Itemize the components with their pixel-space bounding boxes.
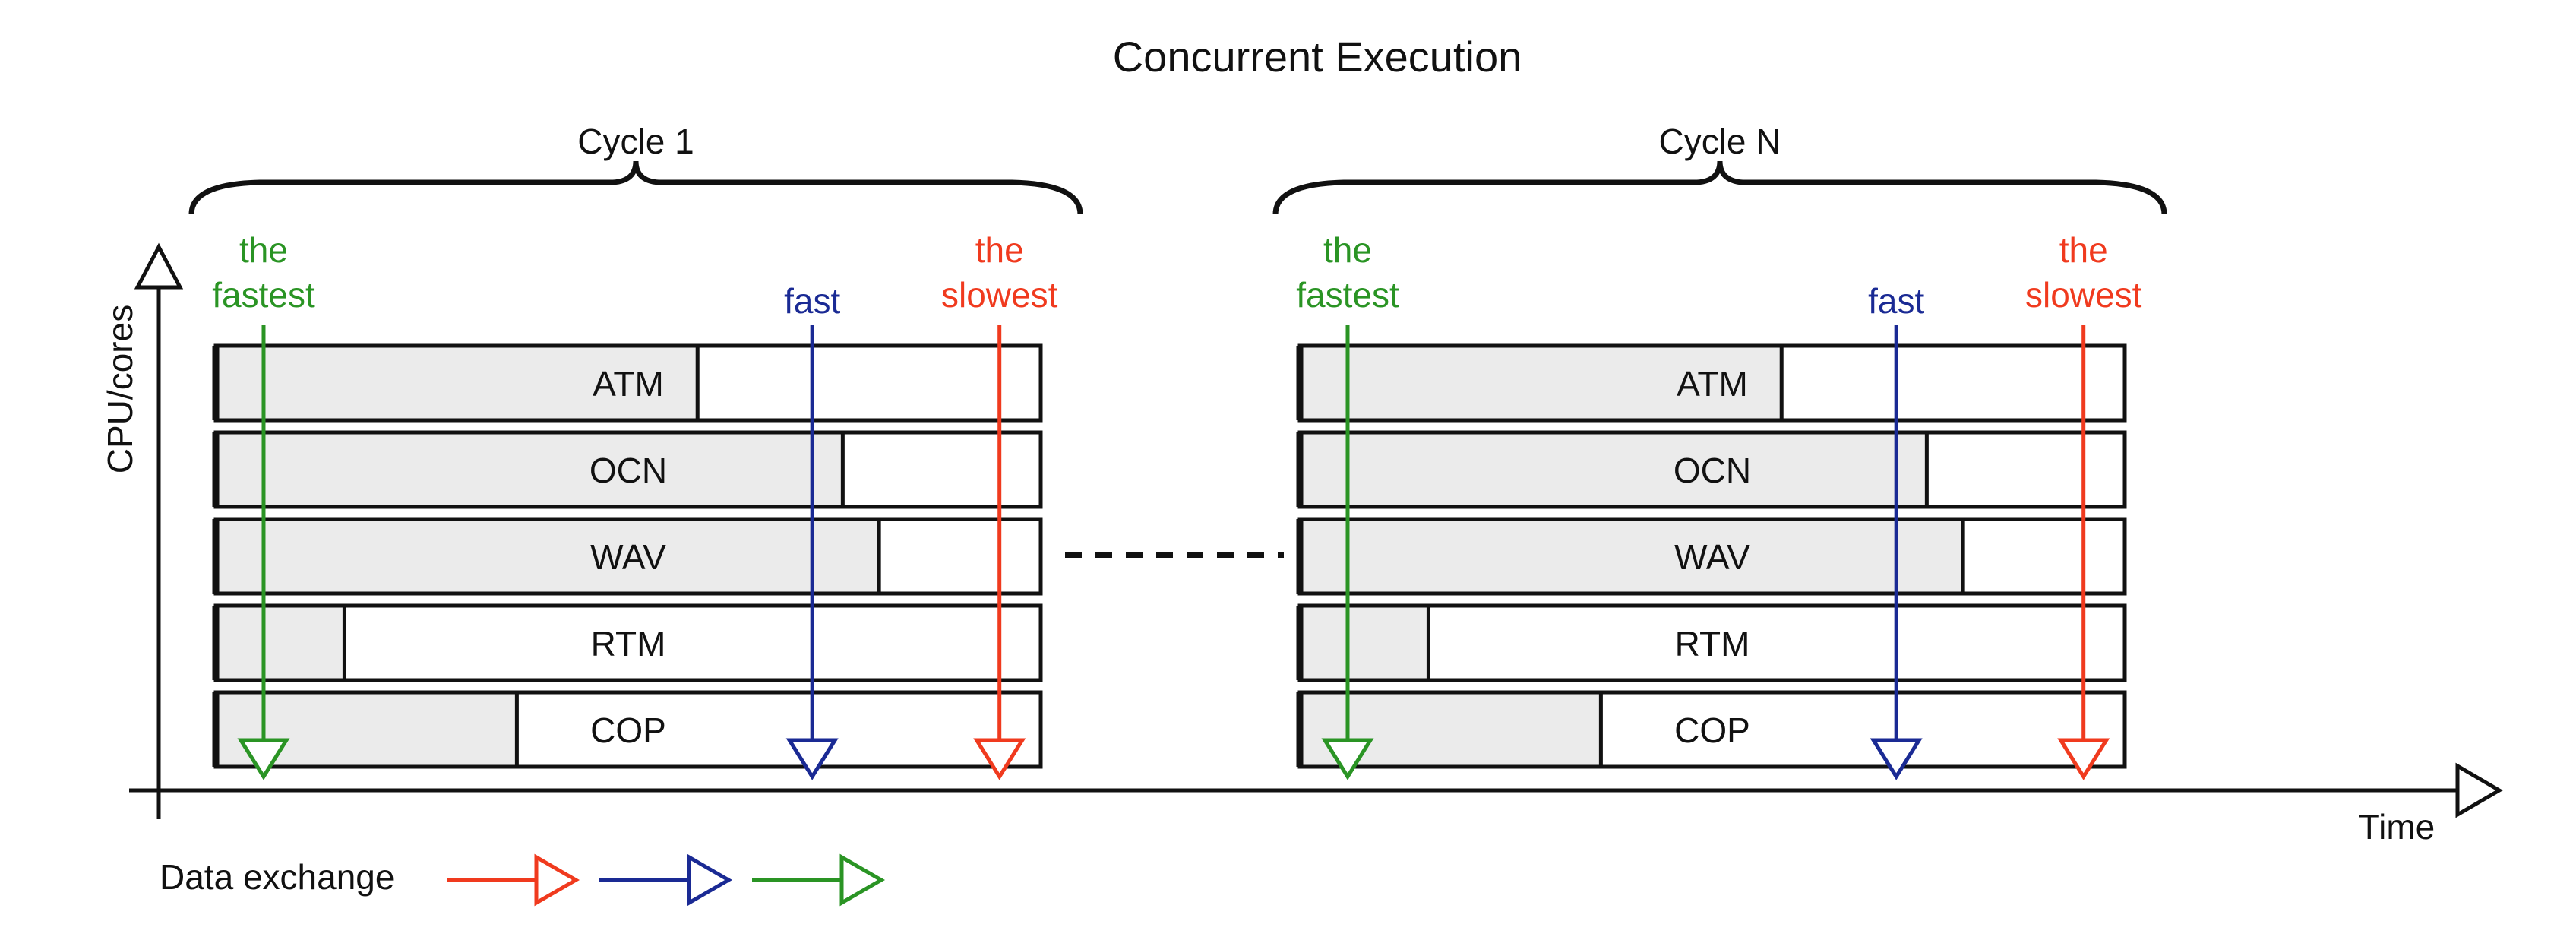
legend-arrow-slowest [447, 853, 580, 907]
marker-arrowhead [1321, 738, 1374, 780]
marker-label-line2: fastest [1296, 275, 1399, 315]
marker-fast: fast [784, 281, 840, 780]
component-row-cop: COP [1296, 690, 2127, 769]
component-row-atm: ATM [212, 343, 1043, 423]
marker-label-line2: slowest [941, 275, 1058, 315]
component-row-wav: WAV [212, 517, 1043, 596]
marker-slowest: the slowest [941, 230, 1058, 780]
component-label: ATM [1677, 364, 1748, 404]
component-row-ocn: OCN [1296, 430, 2127, 509]
component-label: WAV [590, 537, 666, 577]
axes: Time CPU/cores [100, 242, 2503, 847]
cycle-brace [1272, 160, 2167, 215]
legend: Data exchange [160, 853, 886, 907]
component-label: OCN [589, 451, 667, 490]
component-row-rtm: RTM [1296, 603, 2127, 682]
component-row-frame [213, 603, 1043, 682]
marker-arrowhead [237, 738, 290, 780]
marker-label-line1: the [1323, 230, 1372, 270]
legend-arrow-fast [599, 853, 733, 907]
component-row-atm: ATM [1296, 343, 2127, 423]
component-label: RTM [1675, 624, 1750, 663]
legend-label: Data exchange [160, 857, 394, 897]
marker-arrowhead [1870, 738, 1923, 780]
marker-label-line1: the [2059, 230, 2108, 270]
component-label: OCN [1674, 451, 1751, 490]
component-busy-bar [1297, 343, 1784, 423]
component-row-ocn: OCN [212, 430, 1043, 509]
y-axis-arrowhead [134, 242, 184, 290]
diagram-title: Concurrent Execution [1113, 33, 1522, 81]
legend-arrowhead [839, 853, 886, 907]
marker-arrowhead [785, 738, 839, 780]
component-row-cop: COP [212, 690, 1043, 769]
component-label: COP [590, 711, 666, 750]
marker-label-line1: the [975, 230, 1024, 270]
marker-fastest: the fastest [212, 230, 315, 780]
marker-fastest: the fastest [1296, 230, 1399, 780]
component-busy-bar [213, 517, 881, 596]
legend-arrow-fastest [752, 853, 886, 907]
component-busy-bar [213, 343, 700, 423]
marker-arrowhead [2057, 738, 2110, 780]
legend-arrowhead [687, 853, 733, 907]
marker-slowest: the slowest [2025, 230, 2142, 780]
component-label: COP [1674, 711, 1750, 750]
y-axis-label: CPU/cores [100, 305, 140, 473]
cycle-2: Cycle N ATM OCN WAV RTM COP the fastest fast the s… [1272, 122, 2167, 780]
marker-arrowhead [973, 738, 1026, 780]
marker-label-line2: fastest [212, 275, 315, 315]
marker-label-line2: fast [784, 281, 840, 321]
marker-label-line2: fast [1868, 281, 1924, 321]
component-busy-bar [213, 603, 346, 682]
marker-fast: fast [1868, 281, 1924, 780]
component-label: RTM [591, 624, 666, 663]
component-label: ATM [593, 364, 664, 404]
marker-label-line2: slowest [2025, 275, 2142, 315]
x-axis-label: Time [2359, 807, 2435, 847]
component-row-rtm: RTM [212, 603, 1043, 682]
cycle-label: Cycle N [1658, 122, 1781, 161]
component-busy-bar [213, 430, 845, 509]
component-label: WAV [1674, 537, 1750, 577]
component-busy-bar [1297, 603, 1430, 682]
component-busy-bar [1297, 430, 1929, 509]
cycle-label: Cycle 1 [577, 122, 694, 161]
component-row-wav: WAV [1296, 517, 2127, 596]
marker-label-line1: the [239, 230, 288, 270]
cycle-brace [188, 160, 1083, 215]
legend-arrowhead [534, 853, 580, 907]
legend-arrows [447, 853, 886, 907]
cycle-1: Cycle 1 ATM OCN WAV RTM COP the fastest fast the s… [188, 122, 1083, 780]
component-busy-bar [1297, 517, 1965, 596]
cycles-layer: Cycle 1 ATM OCN WAV RTM COP the fastest fast the s… [188, 122, 2167, 780]
x-axis-arrowhead [2455, 762, 2503, 818]
